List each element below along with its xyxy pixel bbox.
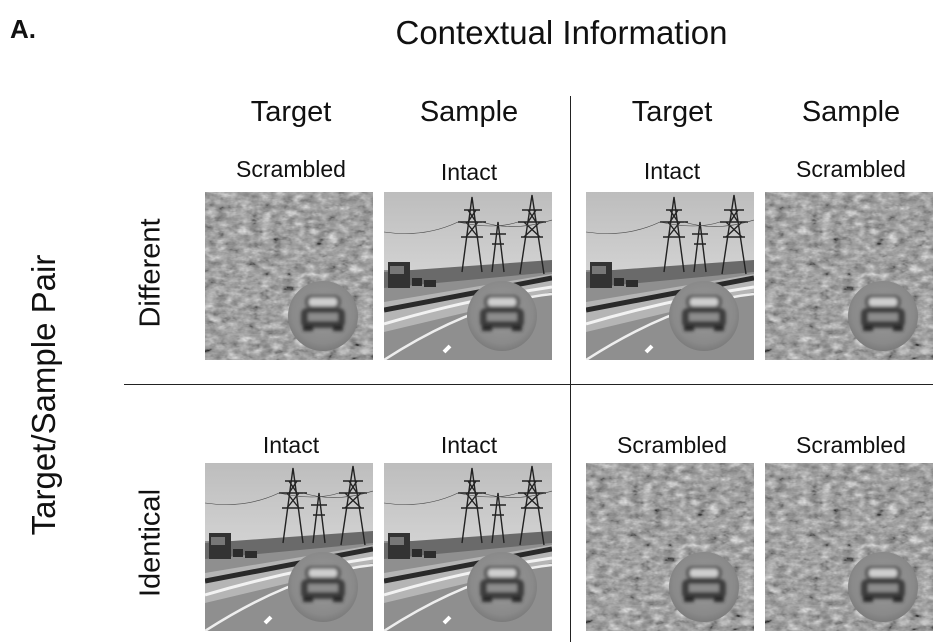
stimulus-image-intact bbox=[205, 463, 373, 631]
row-label-text: Identical bbox=[134, 488, 167, 598]
horizontal-divider bbox=[124, 384, 933, 385]
column-header-target-2: Target bbox=[631, 96, 713, 128]
stimulus-image-intact bbox=[586, 192, 754, 360]
stimulus-image-scrambled bbox=[765, 463, 933, 631]
stimulus-image-scrambled bbox=[586, 463, 754, 631]
column-header-target-1: Target bbox=[250, 96, 332, 128]
vertical-divider bbox=[570, 96, 571, 642]
condition-label: Scrambled bbox=[796, 432, 906, 458]
condition-label: Intact bbox=[440, 432, 498, 458]
condition-label: Intact bbox=[440, 159, 498, 185]
condition-label: Scrambled bbox=[236, 156, 346, 182]
stimulus-image-intact bbox=[384, 463, 552, 631]
column-header-sample-2: Sample bbox=[801, 96, 901, 128]
column-header-sample-1: Sample bbox=[419, 96, 519, 128]
condition-label: Intact bbox=[643, 158, 701, 184]
panel-label: A. bbox=[10, 14, 36, 44]
stimulus-image-intact bbox=[384, 192, 552, 360]
figure-title: Contextual Information bbox=[395, 14, 728, 51]
condition-label: Intact bbox=[262, 432, 320, 458]
stimulus-image-scrambled bbox=[765, 192, 933, 360]
row-label-text: Different bbox=[134, 218, 167, 328]
condition-label: Scrambled bbox=[796, 156, 906, 182]
condition-label: Scrambled bbox=[617, 432, 727, 458]
stimulus-image-scrambled bbox=[205, 192, 373, 360]
y-axis-label-text: Target/Sample Pair bbox=[25, 254, 62, 536]
